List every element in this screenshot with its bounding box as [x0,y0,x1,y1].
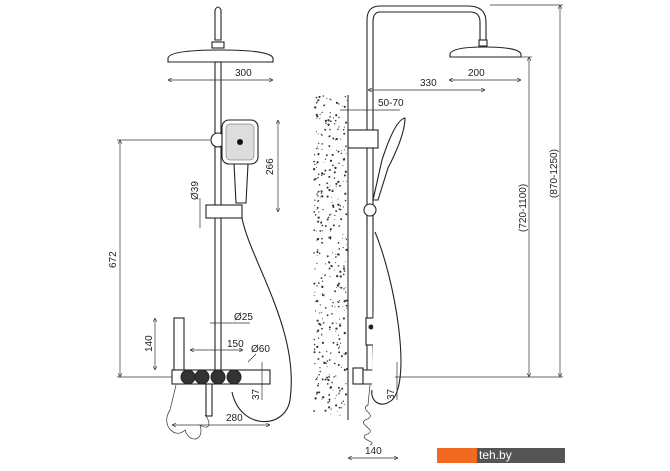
hose-side [371,231,402,405]
dim-50-70: 50-70 [378,98,404,109]
holder-knob-side [363,203,377,217]
wall-connector [352,367,364,385]
valve-knobs [180,369,242,385]
shower-arm-top [214,6,222,41]
wall-texture [312,95,348,416]
dim-37-front: 37 [251,388,262,400]
dim-280: 280 [226,413,243,424]
dim-720-1100: (720-1100) [518,184,529,232]
dim-330: 330 [420,78,437,89]
overhead-connector [211,41,225,49]
dim-300: 300 [235,68,252,79]
watermark-orange-block [437,448,477,463]
dim-37-side: 37 [386,388,397,400]
overhead-shower [167,49,274,63]
hand-shower-handle [233,163,249,204]
overhead-connector-side [478,39,488,47]
slide-bracket [205,204,243,219]
dim-150: 150 [227,339,244,350]
watermark-logo: teh.by [437,448,565,463]
bidet-hose-side [363,384,373,446]
dim-870-1250: (870-1250) [549,149,560,198]
dim-672: 672 [108,251,119,268]
bidet-holder [173,317,185,371]
spray-center [237,139,243,145]
dim-o39: Ø39 [190,181,201,200]
outlet-pipe [205,383,213,417]
dim-o25: Ø25 [234,312,253,323]
hand-shower-side [372,117,406,201]
wall-bracket [347,129,379,149]
side-view: 200 330 50-70 (720-1100) (870-1250) 37 1… [312,4,563,458]
dim-140: 140 [144,335,155,352]
watermark-text: teh.by [477,448,565,463]
front-view: 300 266 672 Ø39 Ø25 140 150 Ø60 37 280 [108,6,292,440]
overhead-shower-side [449,46,522,58]
dim-266: 266 [265,158,276,175]
dim-200: 200 [468,68,485,79]
dim-140-side: 140 [365,446,382,457]
bidet-hose [166,384,210,440]
dim-o60: Ø60 [251,344,270,355]
